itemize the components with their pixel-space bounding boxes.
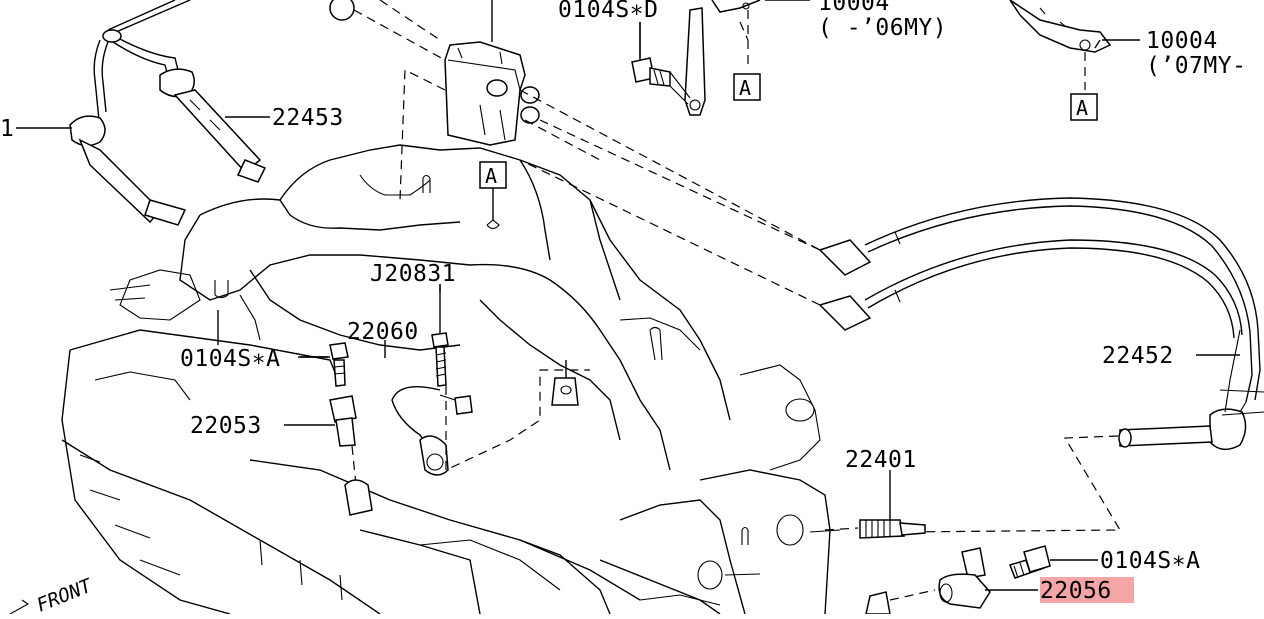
label-22401: 22401: [845, 447, 917, 473]
label-22453: 22453: [272, 105, 344, 131]
plug-cords-right: [519, 119, 1264, 533]
highlight-22056: [1040, 577, 1134, 603]
label-10004-top: 10004: [818, 0, 890, 16]
label-22056: 22056: [1040, 578, 1112, 604]
label-0104s-d: 0104S∗D: [558, 0, 658, 23]
label-10004-right: 10004: [1146, 28, 1218, 54]
ignition-coil: [329, 0, 821, 251]
cam-sensor-left: [298, 342, 373, 516]
intake-manifold: [109, 144, 821, 471]
spark-plug: [824, 470, 926, 539]
bracket-06my: [631, 0, 761, 116]
front-marker-label: FRONT: [34, 574, 97, 614]
knock-sensor-assembly: [391, 284, 590, 476]
bracket-07my: [1009, 0, 1112, 90]
front-marker: FRONT: [34, 574, 97, 616]
ref-box-a3: A: [479, 161, 507, 189]
label-22053: 22053: [190, 413, 262, 439]
label-22060: 22060: [347, 319, 419, 345]
ref-box-a1: A: [733, 73, 761, 101]
front-arrow-icon: [9, 599, 30, 615]
engine-block: [61, 329, 841, 615]
label-1: 1: [0, 116, 14, 142]
label-06my: ( -’06MY): [818, 15, 947, 41]
ref-a1-label: A: [739, 76, 751, 100]
label-0104s-a-right: 0104S∗A: [1100, 548, 1200, 574]
ref-a3-label: A: [485, 164, 497, 188]
crank-sensor: [865, 545, 1098, 615]
label-j20831: J20831: [370, 261, 456, 287]
ref-box-a2: A: [1070, 93, 1098, 121]
leader-lines: [16, 0, 1240, 426]
label-0104s-a-left: 0104S∗A: [180, 346, 280, 372]
label-07my: (’07MY-: [1146, 53, 1246, 79]
label-22452: 22452: [1102, 343, 1174, 369]
ref-a2-label: A: [1076, 96, 1088, 120]
plug-cords-left: [69, 0, 267, 226]
